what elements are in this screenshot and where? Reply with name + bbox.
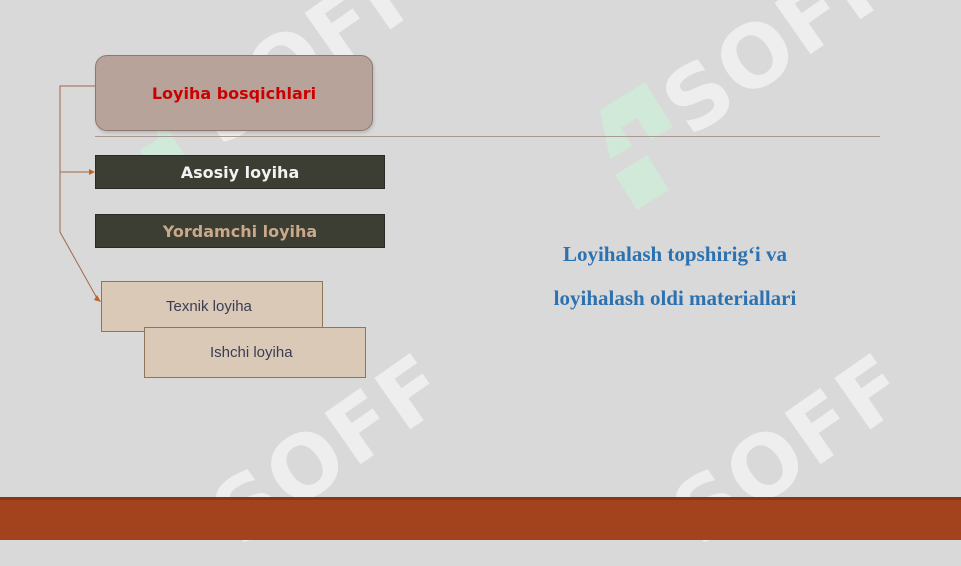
technical-project-box: Texnik loyiha	[101, 281, 323, 332]
footer-bar	[0, 497, 961, 540]
caption-line-1: Loyihalash topshirig‘i va	[562, 242, 788, 266]
main-project-label: Asosiy loyiha	[180, 162, 300, 182]
stages-title: Loyiha bosqichlari	[151, 83, 317, 103]
technical-project-label: Texnik loyiha	[166, 298, 252, 315]
footer-border	[0, 497, 961, 500]
main-project-box: Asosiy loyiha	[95, 155, 385, 189]
working-project-box: Ishchi loyiha	[144, 327, 366, 378]
caption-line-2: loyihalash oldi materiallari	[553, 286, 797, 310]
auxiliary-project-box: Yordamchi loyiha	[95, 214, 385, 248]
auxiliary-project-label: Yordamchi loyiha	[162, 221, 318, 241]
working-project-label: Ishchi loyiha	[210, 344, 293, 361]
slide-caption: Loyihalash topshirig‘i va loyihalash old…	[500, 232, 850, 320]
connector-lines	[59, 85, 101, 302]
divider-line	[95, 136, 880, 137]
stages-title-box: Loyiha bosqichlari	[95, 55, 373, 131]
